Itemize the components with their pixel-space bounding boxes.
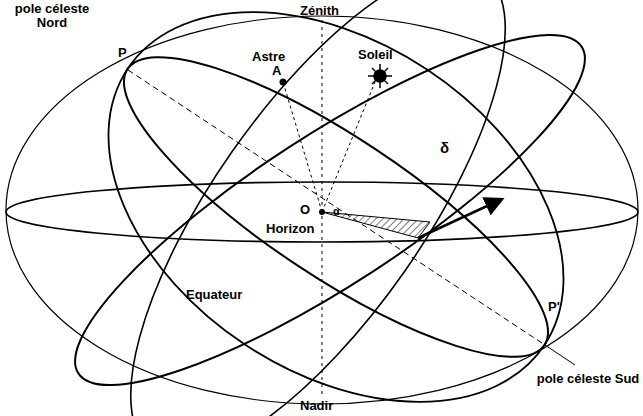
star-letter: A — [272, 64, 281, 78]
star-label: Astre — [252, 50, 285, 64]
pole-letter: P' — [548, 300, 560, 314]
hour-circle — [89, 11, 583, 404]
sun-line — [322, 82, 375, 212]
zenith-label: Zénith — [300, 4, 339, 18]
direction-arrow — [418, 200, 500, 238]
horizon-label: Horizon — [266, 222, 314, 236]
pole-letter: P — [118, 46, 127, 60]
pole-label: pole céleste Nord — [2, 2, 102, 31]
equator-label: Equateur — [186, 288, 242, 302]
declination-symbol: δ — [440, 140, 449, 157]
center-letter: O — [300, 203, 310, 217]
horizon-circle — [6, 182, 638, 242]
pole-label: pole céleste Sud — [536, 372, 640, 386]
pole-axis — [128, 70, 545, 345]
nadir-label: Nadir — [300, 399, 333, 413]
sun-circle — [66, 0, 571, 416]
sun-label: Soleil — [358, 48, 393, 62]
declination-circle — [36, 0, 635, 416]
star-dot — [280, 79, 287, 86]
center-dot — [319, 209, 325, 215]
angle-symbol: α — [333, 205, 340, 217]
star-line — [283, 82, 322, 212]
sun-symbol — [368, 64, 392, 88]
